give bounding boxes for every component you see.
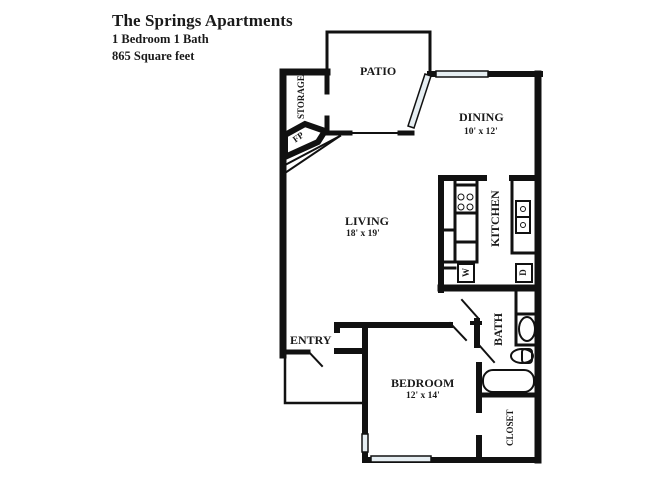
room-label-closet: CLOSET [505, 409, 515, 446]
property-title: The Springs Apartments [112, 11, 293, 30]
dining-window [435, 70, 489, 78]
patio-slider-window [407, 73, 432, 129]
room-label-bedroom: BEDROOM [391, 376, 455, 390]
room-label-entry: ENTRY [290, 333, 332, 347]
washer-label: W [461, 268, 471, 277]
room-label-kitchen: KITCHEN [488, 190, 502, 247]
room-label-patio: PATIO [360, 64, 397, 78]
unit-area: 865 Square feet [112, 48, 195, 63]
patio-outline [325, 30, 432, 74]
fireplace-shape [282, 120, 330, 162]
room-label-storage: STORAGE [296, 75, 306, 119]
room-dimensions-living: 18' x 19' [346, 229, 380, 239]
room-label-bath: BATH [491, 312, 505, 346]
room-label-dining: DINING [459, 110, 504, 124]
room-dimensions-dining: 10' x 12' [464, 127, 498, 137]
plan-header: The Springs Apartments 1 Bedroom 1 Bath … [112, 12, 293, 62]
bedroom-window-bottom [370, 455, 432, 463]
room-label-living: LIVING [345, 214, 390, 228]
storage-wall [279, 68, 331, 359]
dryer-label: D [517, 269, 528, 276]
bedroom-window-side [361, 433, 369, 453]
unit-layout: 1 Bedroom 1 Bath [112, 32, 209, 46]
room-dimensions-bedroom: 12' x 14' [406, 391, 440, 401]
